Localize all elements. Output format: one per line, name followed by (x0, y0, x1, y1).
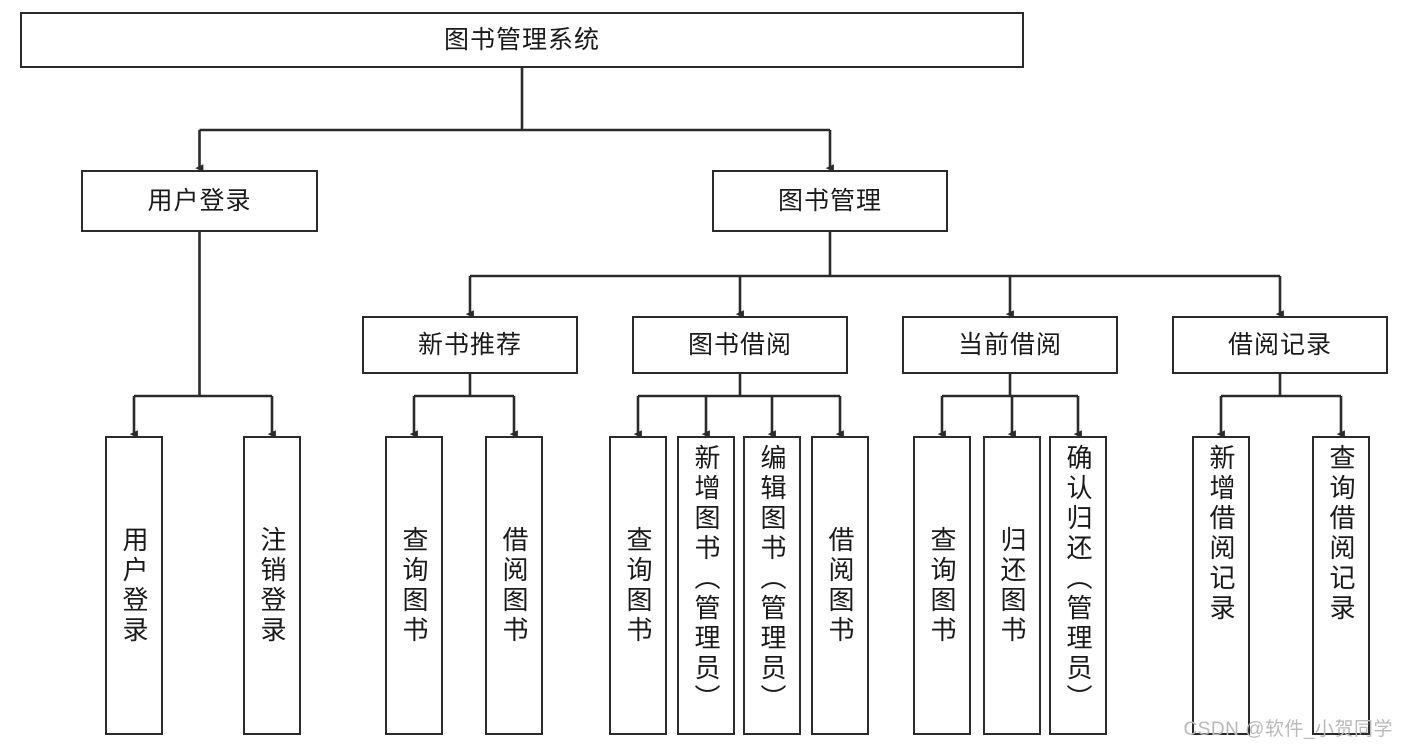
node-label: 注销登录 (257, 525, 287, 646)
node-leaf-query-book-3[interactable]: 查询图书 (913, 436, 971, 735)
node-user-login[interactable]: 用户登录 (81, 170, 318, 232)
node-root[interactable]: 图书管理系统 (20, 12, 1024, 68)
node-leaf-edit-book[interactable]: 编辑图书（管理员） (743, 436, 801, 735)
node-label: 归还图书 (997, 525, 1027, 646)
node-label: 新书推荐 (417, 330, 522, 359)
node-borrow-record[interactable]: 借阅记录 (1172, 316, 1388, 374)
node-label: 当前借阅 (957, 330, 1062, 359)
node-leaf-query-book-1[interactable]: 查询图书 (385, 436, 443, 735)
node-leaf-user-login[interactable]: 用户登录 (105, 436, 163, 735)
node-book-borrow[interactable]: 图书借阅 (632, 316, 848, 374)
node-label: 查询图书 (927, 525, 957, 646)
node-label: 借阅记录 (1227, 330, 1332, 359)
node-label: 新增图书（管理员） (691, 444, 721, 714)
node-new-book-rec[interactable]: 新书推荐 (362, 316, 578, 374)
node-label: 图书管理 (777, 186, 882, 215)
node-label: 图书管理系统 (443, 25, 600, 54)
node-label: 查询图书 (399, 525, 429, 646)
node-label: 用户登录 (147, 186, 252, 215)
node-label: 编辑图书（管理员） (757, 444, 787, 714)
watermark-text: CSDN @软件_小贺同学 (1183, 719, 1393, 740)
node-leaf-return-book[interactable]: 归还图书 (983, 436, 1041, 735)
node-current-borrow[interactable]: 当前借阅 (902, 316, 1118, 374)
node-leaf-confirm-ret[interactable]: 确认归还（管理员） (1049, 436, 1107, 735)
node-leaf-borrow-book-1[interactable]: 借阅图书 (485, 436, 543, 735)
node-leaf-query-record[interactable]: 查询借阅记录 (1312, 436, 1370, 735)
node-leaf-borrow-book-2[interactable]: 借阅图书 (811, 436, 869, 735)
node-label: 查询图书 (623, 525, 653, 646)
node-leaf-add-record[interactable]: 新增借阅记录 (1192, 436, 1250, 735)
node-leaf-query-book-2[interactable]: 查询图书 (609, 436, 667, 735)
node-book-manage[interactable]: 图书管理 (712, 170, 948, 232)
node-label: 新增借阅记录 (1206, 444, 1236, 624)
node-leaf-logout[interactable]: 注销登录 (243, 436, 301, 735)
node-label: 图书借阅 (687, 330, 792, 359)
node-label: 查询借阅记录 (1326, 444, 1356, 624)
node-label: 用户登录 (119, 525, 149, 646)
node-label: 借阅图书 (825, 525, 855, 646)
node-leaf-add-book[interactable]: 新增图书（管理员） (677, 436, 735, 735)
node-label: 借阅图书 (499, 525, 529, 646)
node-label: 确认归还（管理员） (1063, 444, 1093, 714)
